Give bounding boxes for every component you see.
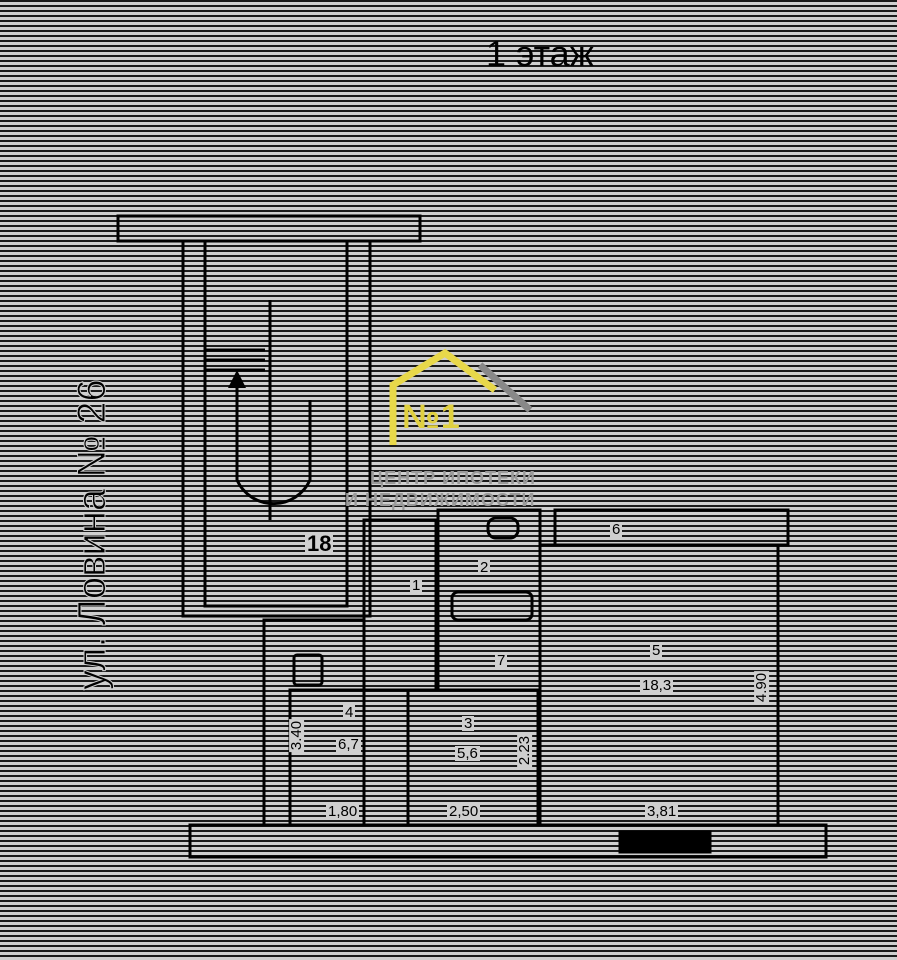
watermark-line-1: ЦЕНТР ИПОТЕКИ	[370, 468, 536, 488]
dimension-3-81: 3,81	[645, 803, 679, 820]
room-4-area: 6,7	[336, 736, 361, 753]
logo-number: №1	[402, 398, 461, 436]
room-5-dimension: 4.90	[753, 670, 771, 705]
room-6-label: 6	[610, 521, 623, 538]
room-4-outline	[262, 618, 366, 827]
room-3-dimension: 2.23	[516, 733, 534, 768]
stair-curve	[235, 380, 312, 506]
room-3-label: 3	[462, 715, 475, 732]
room-4-label: 4	[343, 704, 356, 721]
room-2-label: 2	[478, 559, 491, 576]
stair-direction-arrow-icon	[228, 370, 246, 388]
company-logo	[389, 348, 533, 445]
room-6-balcony	[553, 508, 790, 547]
room-4-dimension: 3.40	[288, 718, 306, 753]
room-1-outline	[362, 518, 438, 692]
room-3-area: 5,6	[455, 745, 480, 762]
room-5-label: 5	[650, 642, 663, 659]
room-5-area: 18,3	[640, 677, 674, 694]
dimension-1-80: 1,80	[326, 803, 360, 820]
room-1-label: 1	[410, 577, 423, 594]
stairwell	[181, 239, 372, 618]
stair-area-label: 18	[305, 531, 334, 556]
top-wall	[116, 214, 422, 243]
room-7-label: 7	[495, 652, 508, 669]
watermark-line-2: И НЕДВИЖИМОСТИ	[345, 490, 536, 510]
dimension-2-50: 2,50	[447, 803, 481, 820]
floor-title: 1 этаж	[486, 33, 594, 74]
